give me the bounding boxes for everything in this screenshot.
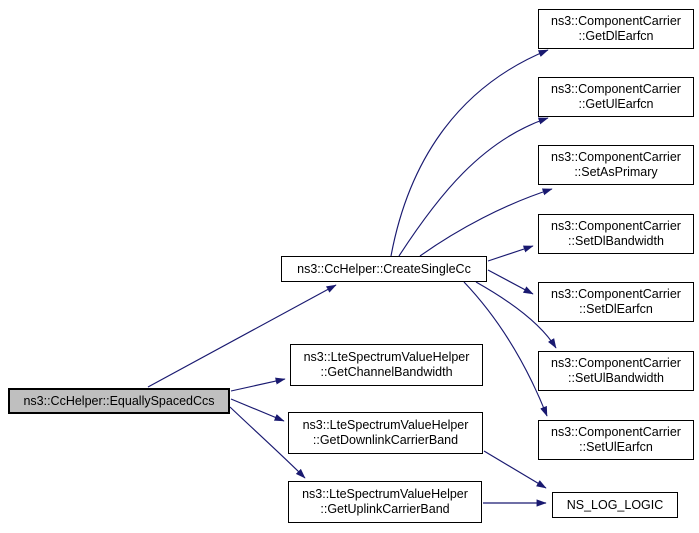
node-label-line2: ::GetChannelBandwidth [320,365,453,379]
edge-createsinglecc-getulearfcn [398,117,549,257]
edge-createsinglecc-setulearfcn [463,281,548,417]
node-set-ul-bandwidth[interactable]: ns3::ComponentCarrier ::SetUlBandwidth [538,351,694,391]
node-get-channel-bandwidth[interactable]: ns3::LteSpectrumValueHelper ::GetChannel… [290,344,483,386]
node-get-dl-earfcn[interactable]: ns3::ComponentCarrier ::GetDlEarfcn [538,9,694,49]
node-label-line1: ns3::LteSpectrumValueHelper [302,487,468,501]
node-label: NS_LOG_LOGIC [566,497,664,512]
node-set-as-primary[interactable]: ns3::ComponentCarrier ::SetAsPrimary [538,145,694,185]
node-set-ul-earfcn[interactable]: ns3::ComponentCarrier ::SetUlEarfcn [538,420,694,460]
node-label-line1: ns3::ComponentCarrier [551,219,681,233]
node-label-line2: ::SetUlEarfcn [579,440,653,454]
edge-equallyspacedccs-getuplinkcarrierband [229,406,306,479]
node-create-single-cc[interactable]: ns3::CcHelper::CreateSingleCc [281,256,487,282]
edge-createsinglecc-getdlearfcn [390,49,549,257]
node-ns-log-logic[interactable]: NS_LOG_LOGIC [552,492,678,518]
node-set-dl-bandwidth[interactable]: ns3::ComponentCarrier ::SetDlBandwidth [538,214,694,254]
node-set-dl-earfcn[interactable]: ns3::ComponentCarrier ::SetDlEarfcn [538,282,694,322]
edge-createsinglecc-setdlearfcn [487,269,534,295]
node-label-line1: ns3::ComponentCarrier [551,150,681,164]
node-label-line2: ::SetAsPrimary [574,165,658,179]
node-get-ul-earfcn[interactable]: ns3::ComponentCarrier ::GetUlEarfcn [538,77,694,117]
edge-createsinglecc-setulbandwidth [475,281,557,349]
node-label-line1: ns3::LteSpectrumValueHelper [303,350,470,364]
node-label-line2: ::GetDlEarfcn [578,29,654,43]
node-label-line2: ::GetDownlinkCarrierBand [312,433,459,447]
node-label-line1: ns3::ComponentCarrier [551,356,681,370]
node-label-line1: ns3::ComponentCarrier [551,82,681,96]
node-label-line2: ::SetDlBandwidth [568,234,664,248]
node-label-line1: ns3::ComponentCarrier [551,287,681,301]
node-label-line1: ns3::ComponentCarrier [551,425,681,439]
node-get-downlink-carrier-band[interactable]: ns3::LteSpectrumValueHelper ::GetDownlin… [288,412,483,454]
node-get-uplink-carrier-band[interactable]: ns3::LteSpectrumValueHelper ::GetUplinkC… [288,481,482,523]
node-equally-spaced-ccs: ns3::CcHelper::EquallySpacedCcs [8,388,230,414]
edge-equallyspacedccs-getchannelbandwidth [230,377,286,392]
edge-getdownlinkcarrierband-nsloglogic [483,450,547,489]
node-label-line1: ns3::LteSpectrumValueHelper [302,418,469,432]
node-label-line2: ::GetUlEarfcn [578,97,654,111]
node-label-line2: ::GetUplinkCarrierBand [320,502,450,516]
edge-equallyspacedccs-getdownlinkcarrierband [230,398,285,422]
node-label-line2: ::SetUlBandwidth [568,371,664,385]
node-label: ns3::CcHelper::EquallySpacedCcs [23,393,215,408]
node-label-line2: ::SetDlEarfcn [579,302,653,316]
node-label: ns3::CcHelper::CreateSingleCc [297,261,471,276]
node-label-line1: ns3::ComponentCarrier [551,14,681,28]
edge-createsinglecc-setasprimary [419,188,553,257]
edge-createsinglecc-setdlbandwidth [487,245,534,262]
edge-equallyspacedccs-createsinglecc [147,284,337,388]
